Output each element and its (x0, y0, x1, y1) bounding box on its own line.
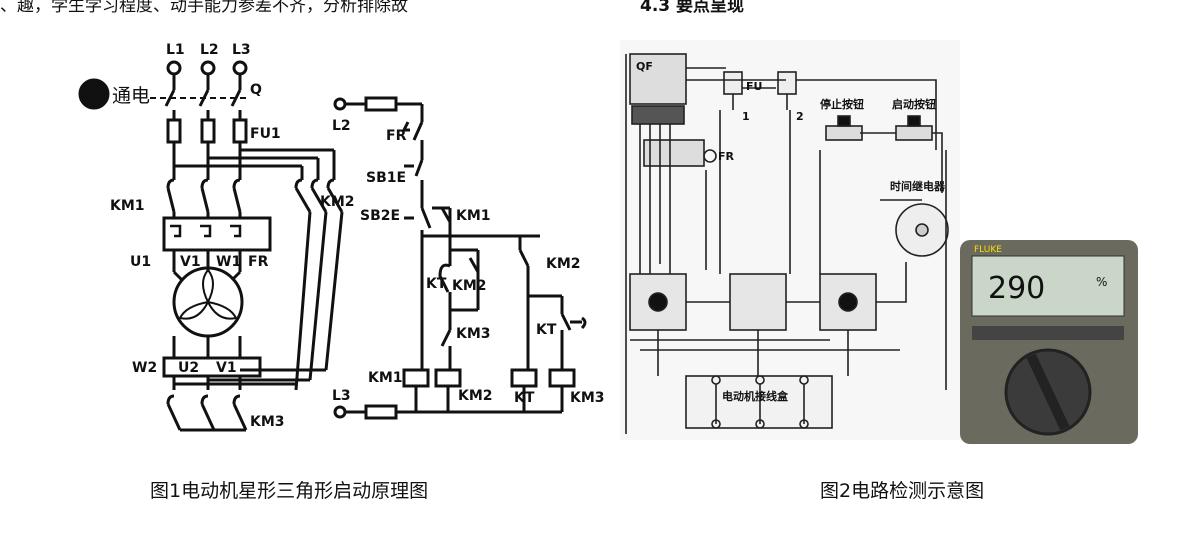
play-icon (78, 78, 110, 110)
label-FR: FR (248, 254, 269, 270)
ctrl-label-KM1: KM1 (456, 208, 491, 224)
header-right-text: 4.3 要点呈现 (640, 0, 745, 16)
coil-label-KM3: KM3 (570, 390, 605, 406)
ctrl-label-KM2-right: KM2 (546, 256, 581, 272)
label-fu-1: 1 (742, 110, 750, 123)
label-FR2: FR (718, 150, 735, 163)
label-V1-lower: V1 (216, 360, 237, 376)
figure2-wiring: QF FU 1 2 FR 停止按钮 启动按钮 时间继电器 电动机接线盒 290 … (620, 40, 1138, 444)
multimeter: 290 % FLUKE (960, 240, 1138, 444)
label-FU: FU (746, 80, 762, 93)
ctrl-label-KT-right: KT (536, 322, 557, 338)
figure2-caption: 图2电路检测示意图 (820, 480, 985, 502)
label-KM3: KM3 (250, 414, 285, 430)
label-QF: QF (636, 60, 653, 73)
label-W1: W1 (216, 254, 241, 270)
ctrl-label-KM2: KM2 (452, 278, 487, 294)
meter-reading: 290 (988, 271, 1045, 306)
ctrl-label-SB2E: SB2E (360, 208, 400, 224)
label-start-button: 启动按钮 (892, 97, 936, 111)
label-U1: U1 (130, 254, 151, 270)
ctrl-label-FR: FR (386, 128, 407, 144)
ctrl-label-L3: L3 (332, 388, 351, 404)
ctrl-label-L2: L2 (332, 118, 351, 134)
label-Q: Q (250, 82, 262, 98)
label-L1: L1 (166, 42, 185, 58)
coil-label-KM2: KM2 (458, 388, 493, 404)
label-stop-button: 停止按钮 (820, 97, 864, 111)
ctrl-label-SB1E: SB1E (366, 170, 406, 186)
ctrl-label-KT: KT (426, 276, 447, 292)
label-FU1: FU1 (250, 126, 281, 142)
header-strip: 、趣，学生学习程度、动手能力参差不齐，分析排除故 4.3 要点呈现 (0, 0, 1200, 22)
label-KM1: KM1 (110, 198, 145, 214)
header-left-text: 、趣，学生学习程度、动手能力参差不齐，分析排除故 (0, 0, 408, 16)
coil-label-KT: KT (514, 390, 535, 406)
label-U2: U2 (178, 360, 199, 376)
label-KM2: KM2 (320, 194, 355, 210)
label-W2: W2 (132, 360, 157, 376)
figure1-schematic: 通电 L1 L2 L3 Q FU1 KM1 KM2 U1 V1 W1 FR W2… (78, 42, 605, 432)
ctrl-label-KM3: KM3 (456, 326, 491, 342)
label-motor-terminal: 电动机接线盒 (722, 389, 789, 403)
label-power-on: 通电 (112, 85, 150, 107)
label-fu-2: 2 (796, 110, 804, 123)
label-L2: L2 (200, 42, 219, 58)
coil-label-KM1: KM1 (368, 370, 403, 386)
label-L3: L3 (232, 42, 251, 58)
label-time-relay: 时间继电器 (890, 179, 946, 193)
meter-brand: FLUKE (974, 245, 1002, 255)
label-V1: V1 (180, 254, 201, 270)
meter-unit: % (1096, 275, 1107, 289)
figure1-caption: 图1电动机星形三角形启动原理图 (150, 480, 429, 502)
